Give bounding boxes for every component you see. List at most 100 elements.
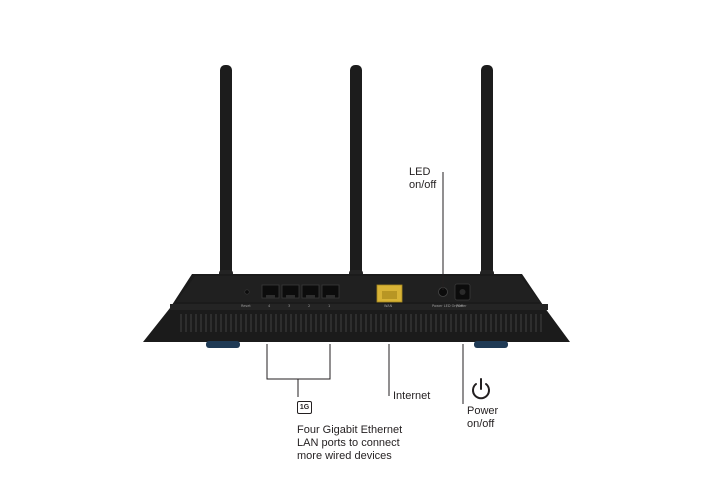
vent-slot (415, 314, 417, 332)
vent-slot (180, 314, 182, 332)
vent-slot (185, 314, 187, 332)
vent-slot (465, 314, 467, 332)
lan-callout-line1: Four Gigabit Ethernet (297, 424, 403, 436)
vent-slot (440, 314, 442, 332)
vent-slot (255, 314, 257, 332)
vent-slot (350, 314, 352, 332)
lan-port-2 (301, 284, 320, 299)
vent-slot (455, 314, 457, 332)
led-callout: LED on/off (409, 166, 436, 192)
lan-callout-line3: more wired devices (297, 450, 392, 462)
vent-slot (520, 314, 522, 332)
vent-slot (290, 314, 292, 332)
vent-slot (450, 314, 452, 332)
vent-slot (295, 314, 297, 332)
vent-slot (340, 314, 342, 332)
vent-slot (310, 314, 312, 332)
vent-slot (190, 314, 192, 332)
vent-slot (400, 314, 402, 332)
vent-slot (530, 314, 532, 332)
vent-slot (210, 314, 212, 332)
power-jack (454, 283, 471, 301)
lan-port-3 (281, 284, 300, 299)
vent-slot (485, 314, 487, 332)
vent-slot (250, 314, 252, 332)
vent-slot (195, 314, 197, 332)
power-icon (472, 378, 490, 400)
vent-slot (375, 314, 377, 332)
vent-slot (425, 314, 427, 332)
power-callout-line2: on/off (467, 418, 495, 430)
vent-slot (200, 314, 202, 332)
lan-callout: Four Gigabit Ethernet LAN ports to conne… (297, 424, 402, 463)
vent-slot (280, 314, 282, 332)
vent-slot (235, 314, 237, 332)
foot-right (474, 341, 508, 348)
vent-slot (475, 314, 477, 332)
internet-callout: Internet (393, 390, 431, 402)
vent-slot (355, 314, 357, 332)
vent-slot (305, 314, 307, 332)
led-callout-line1: LED (409, 166, 431, 178)
vent-slot (505, 314, 507, 332)
lan-callout-line2: LAN ports to connect (297, 437, 400, 449)
vent-slot (470, 314, 472, 332)
vent-slot (480, 314, 482, 332)
vent-slot (490, 314, 492, 332)
vent-slot (510, 314, 512, 332)
vent-slot (460, 314, 462, 332)
vent-slot (405, 314, 407, 332)
vent-slot (370, 314, 372, 332)
vent-slot (495, 314, 497, 332)
vent-slot (445, 314, 447, 332)
vent-slot (345, 314, 347, 332)
port-label-4: 4 (268, 304, 271, 308)
vent-slot (230, 314, 232, 332)
vent-slot (540, 314, 542, 332)
vent-slot (420, 314, 422, 332)
led-callout-line2: on/off (409, 179, 437, 191)
foot-left (206, 341, 240, 348)
port-label-wan: WAN (384, 304, 393, 308)
vent-grille (180, 314, 542, 332)
vent-slot (410, 314, 412, 332)
vent-slot (205, 314, 207, 332)
vent-slot (515, 314, 517, 332)
vent-slot (320, 314, 322, 332)
power-callout: Power on/off (467, 405, 498, 431)
port-label-reset: Reset (241, 304, 251, 308)
vent-slot (380, 314, 382, 332)
vent-slot (525, 314, 527, 332)
vent-slot (435, 314, 437, 332)
vent-slot (240, 314, 242, 332)
vent-slot (215, 314, 217, 332)
lan-port-1 (321, 284, 340, 299)
lan-bracket (266, 344, 331, 380)
antenna-center (349, 65, 363, 302)
vent-slot (275, 314, 277, 332)
vent-slot (285, 314, 287, 332)
vent-slot (315, 314, 317, 332)
vent-slot (330, 314, 332, 332)
vent-slot (390, 314, 392, 332)
vent-slot (360, 314, 362, 332)
vent-slot (430, 314, 432, 332)
vent-slot (500, 314, 502, 332)
vent-slot (335, 314, 337, 332)
vent-slot (265, 314, 267, 332)
power-callout-line1: Power (467, 405, 499, 417)
vent-slot (385, 314, 387, 332)
vent-slot (325, 314, 327, 332)
ethernet-1g-icon: 1G (297, 401, 312, 414)
vent-slot (535, 314, 537, 332)
vent-slot (365, 314, 367, 332)
vent-slot (260, 314, 262, 332)
antenna-right (480, 65, 494, 302)
vent-slot (220, 314, 222, 332)
vent-slot (245, 314, 247, 332)
port-label-2: 2 (308, 304, 310, 308)
port-label-1: 1 (328, 304, 330, 308)
wan-port (376, 284, 403, 303)
port-label-led-switch: Power LED On/Off (432, 304, 464, 308)
